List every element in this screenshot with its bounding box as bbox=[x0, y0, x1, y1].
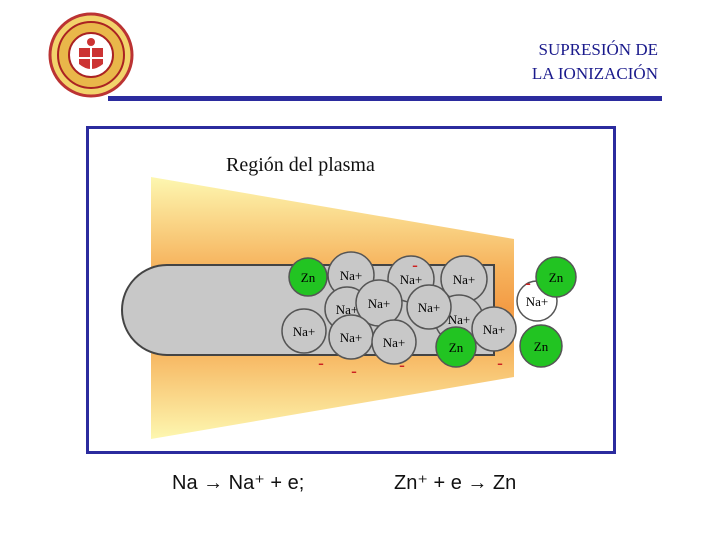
na-ion: Na+ bbox=[329, 315, 373, 359]
svg-text:Na+: Na+ bbox=[383, 335, 406, 350]
na-ion: Na+ bbox=[282, 309, 326, 353]
zn-atom: Zn bbox=[520, 325, 562, 367]
electron: - bbox=[497, 353, 503, 373]
electron: - bbox=[318, 353, 324, 373]
svg-text:Na+: Na+ bbox=[448, 312, 471, 327]
svg-text:Na+: Na+ bbox=[340, 268, 363, 283]
svg-text:-: - bbox=[399, 355, 405, 375]
electron: - bbox=[412, 255, 418, 275]
slide-title-line2: LA IONIZACIÓN bbox=[532, 64, 658, 84]
svg-text:Na+: Na+ bbox=[293, 324, 316, 339]
svg-text:-: - bbox=[525, 273, 531, 293]
svg-text:-: - bbox=[318, 353, 324, 373]
plasma-region-label: Región del plasma bbox=[226, 154, 375, 176]
svg-text:Zn: Zn bbox=[449, 340, 464, 355]
title-divider bbox=[108, 96, 662, 101]
slide-title-line1: SUPRESIÓN DE bbox=[539, 40, 659, 60]
svg-text:Na+: Na+ bbox=[453, 272, 476, 287]
na-ion: Na+ bbox=[372, 320, 416, 364]
plasma-diagram: Región del plasma Na+ Na+ Na+ Na+ Na+ Na… bbox=[89, 129, 613, 451]
svg-text:Na+: Na+ bbox=[418, 300, 441, 315]
na-ion: Na+ bbox=[472, 307, 516, 351]
electron: - bbox=[351, 361, 357, 381]
diagram-frame: Región del plasma Na+ Na+ Na+ Na+ Na+ Na… bbox=[86, 126, 616, 454]
zn-atom: Zn bbox=[536, 257, 576, 297]
svg-text:Na+: Na+ bbox=[340, 330, 363, 345]
svg-text:Zn: Zn bbox=[549, 270, 564, 285]
zn-atom: Zn bbox=[436, 327, 476, 367]
svg-text:Na+: Na+ bbox=[400, 272, 423, 287]
equation-zn-recombination: Zn⁺ + e → Zn bbox=[394, 470, 516, 495]
svg-text:Zn: Zn bbox=[534, 339, 549, 354]
equation-na-ionization: Na → Na⁺ + e; bbox=[172, 470, 304, 495]
university-seal-icon bbox=[48, 12, 134, 98]
svg-text:Zn: Zn bbox=[301, 270, 316, 285]
svg-text:Na+: Na+ bbox=[368, 296, 391, 311]
zn-atom: Zn bbox=[289, 258, 327, 296]
svg-text:Na+: Na+ bbox=[526, 294, 549, 309]
electron: - bbox=[399, 355, 405, 375]
svg-text:-: - bbox=[497, 353, 503, 373]
electron: - bbox=[525, 273, 531, 293]
svg-text:Na+: Na+ bbox=[483, 322, 506, 337]
svg-text:-: - bbox=[412, 255, 418, 275]
svg-text:-: - bbox=[351, 361, 357, 381]
na-ion: Na+ bbox=[407, 285, 451, 329]
